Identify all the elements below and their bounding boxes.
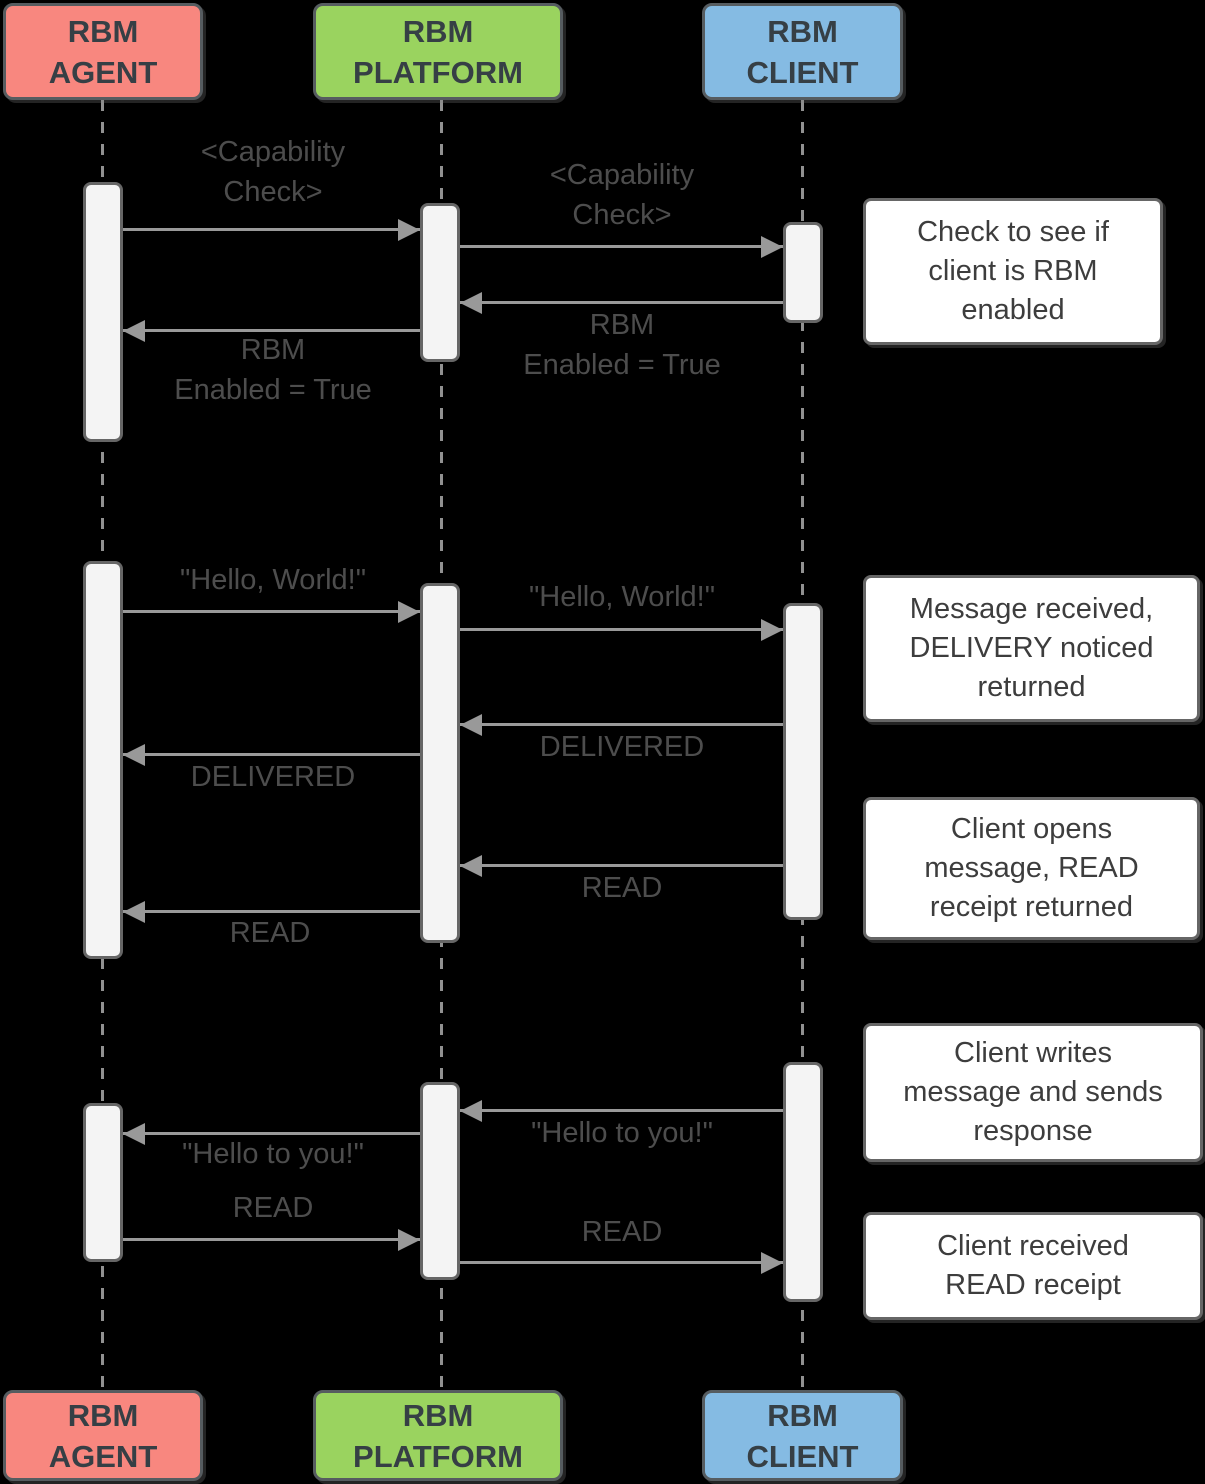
message-label-capability-1: <Capability Check>: [200, 136, 346, 208]
note-capability-check: Check to see if client is RBM enabled: [863, 198, 1163, 345]
message-label-read-3: READ: [232, 1192, 314, 1224]
note-client-received-read: Client received READ receipt: [863, 1212, 1203, 1320]
activation-platform-1: [420, 203, 460, 362]
activation-agent-1: [83, 182, 123, 442]
actor-box-rbm-client-bottom: RBM CLIENT: [702, 1390, 903, 1481]
arrow-capability-platform-to-client: [460, 245, 783, 248]
arrow-helloyou-platform-to-agent: [123, 1132, 420, 1135]
arrow-capability-agent-to-platform: [123, 228, 420, 231]
activation-platform-2: [420, 583, 460, 943]
actor-box-rbm-platform-bottom: RBM PLATFORM: [313, 1390, 563, 1481]
note-message-received: Message received, DELIVERY noticed retur…: [863, 575, 1200, 722]
activation-client-1: [783, 222, 823, 323]
message-label-enabled-2: RBM Enabled = True: [174, 334, 372, 406]
arrow-delivered-client-to-platform: [460, 723, 783, 726]
message-label-enabled-1: RBM Enabled = True: [523, 309, 721, 381]
activation-client-3: [783, 1062, 823, 1302]
activation-agent-3: [83, 1103, 123, 1262]
message-label-read-4: READ: [581, 1216, 663, 1248]
note-client-opens: Client opens message, READ receipt retur…: [863, 797, 1200, 940]
message-label-helloyou-1: "Hello to you!": [531, 1117, 713, 1149]
message-label-read-1: READ: [581, 872, 663, 904]
note-client-writes: Client writes message and sends response: [863, 1023, 1203, 1162]
message-label-delivered-2: DELIVERED: [190, 761, 356, 793]
activation-agent-2: [83, 561, 123, 959]
message-label-helloyou-2: "Hello to you!": [182, 1138, 364, 1170]
arrow-enabled-client-to-platform: [460, 301, 783, 304]
arrow-hello-agent-to-platform: [123, 610, 420, 613]
message-label-delivered-1: DELIVERED: [539, 731, 705, 763]
arrow-read2-platform-to-client: [460, 1261, 783, 1264]
arrow-read-platform-to-agent: [123, 910, 420, 913]
actor-box-rbm-agent-bottom: RBM AGENT: [3, 1390, 203, 1481]
message-label-hello-1: "Hello, World!": [179, 564, 367, 596]
arrow-read2-agent-to-platform: [123, 1238, 420, 1241]
arrow-read-client-to-platform: [460, 864, 783, 867]
activation-platform-3: [420, 1082, 460, 1280]
message-label-hello-2: "Hello, World!": [528, 581, 716, 613]
arrow-enabled-platform-to-agent: [123, 329, 420, 332]
arrow-delivered-platform-to-agent: [123, 753, 420, 756]
actor-box-rbm-platform-top: RBM PLATFORM: [313, 3, 563, 100]
arrow-hello-platform-to-client: [460, 628, 783, 631]
actor-box-rbm-agent-top: RBM AGENT: [3, 3, 203, 100]
message-label-capability-2: <Capability Check>: [549, 159, 695, 231]
actor-box-rbm-client-top: RBM CLIENT: [702, 3, 903, 100]
message-label-read-2: READ: [229, 917, 311, 949]
activation-client-2: [783, 603, 823, 920]
arrow-helloyou-client-to-platform: [460, 1109, 783, 1112]
